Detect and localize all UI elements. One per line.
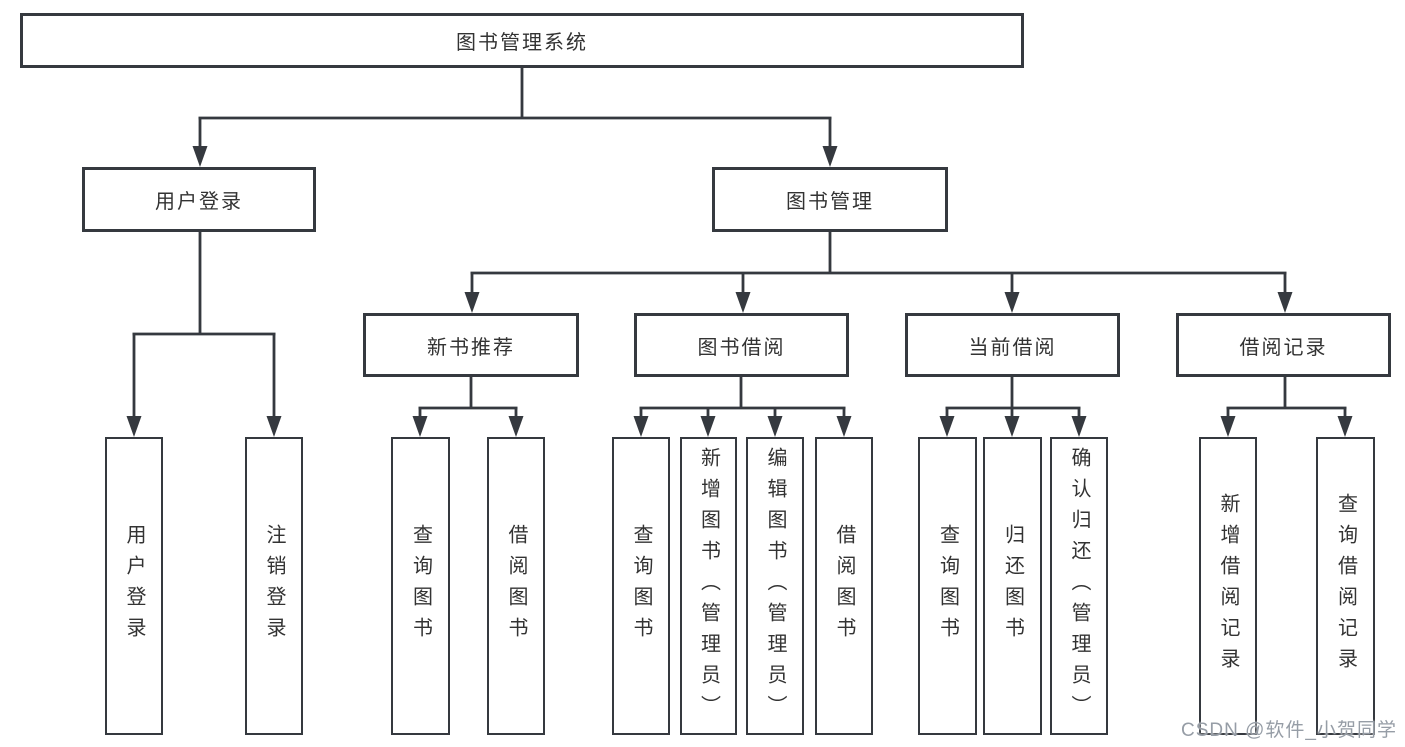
node-label: 当前借阅 [968,336,1057,359]
arrowhead [1277,292,1293,313]
connector-borrowing-to-leaves [639,377,846,420]
node-current-borrowing: 当前借阅 [905,313,1120,377]
node-user-login: 用户登录 [82,167,316,232]
leaf-query-books-recommend: 查询图书 [391,437,450,735]
leaf-logout: 注销登录 [245,437,303,735]
arrowheads [126,146,1353,437]
connector-root-to-level2 [198,68,832,152]
node-label: 借阅图书 [505,524,527,648]
leaf-query-books-borrowing: 查询图书 [612,437,670,735]
node-label: 查询图书 [409,524,432,648]
arrowhead [939,416,955,437]
node-label: 借阅图书 [833,524,855,648]
arrowhead [700,416,716,437]
arrowhead [1220,416,1236,437]
connector-records-to-leaves [1226,377,1347,420]
connector-current-to-leaves [945,377,1081,420]
arrowhead [1004,416,1020,437]
node-label: 新增图书（管理员） [697,446,720,726]
node-label: 图书管理系统 [456,32,588,54]
arrowhead [126,416,142,437]
arrowhead [767,416,783,437]
arrowhead [822,146,838,167]
arrowhead [633,416,649,437]
csdn-watermark: CSDN @软件_小贺同学 [1181,720,1397,741]
leaf-return-books: 归还图书 [983,437,1042,735]
arrowhead [735,292,751,313]
node-label: 注销登录 [263,524,285,648]
arrowhead [1337,416,1353,437]
arrowhead [266,416,282,437]
node-borrow-records: 借阅记录 [1176,313,1391,377]
node-label: 编辑图书（管理员） [764,446,786,726]
arrowhead [836,416,852,437]
leaf-user-login: 用户登录 [105,437,163,735]
node-book-management: 图书管理 [712,167,948,232]
node-label: 查询图书 [936,524,959,648]
leaf-borrow-books-borrowing: 借阅图书 [815,437,873,735]
node-label: 查询图书 [630,524,652,648]
node-label: 用户登录 [155,191,243,213]
node-library-management-system: 图书管理系统 [20,13,1024,68]
leaf-query-borrow-record: 查询借阅记录 [1316,437,1375,735]
arrowhead [1004,292,1020,313]
node-label: 查询借阅记录 [1334,493,1357,679]
connector-recommend-to-leaves [418,377,518,420]
node-label: 归还图书 [1001,524,1024,648]
leaf-confirm-return-admin: 确认归还（管理员） [1050,437,1108,735]
arrowhead [412,416,428,437]
node-label: 用户登录 [123,524,145,648]
node-label: 图书管理 [786,191,874,213]
node-book-borrowing: 图书借阅 [634,313,849,377]
node-label: 确认归还（管理员） [1068,446,1090,726]
arrowhead [508,416,524,437]
node-label: 图书借阅 [697,336,786,359]
arrowhead [1071,416,1087,437]
node-new-book-recommend: 新书推荐 [363,313,579,377]
node-label: 借阅记录 [1239,336,1328,359]
connector-mgmt-to-level3 [470,232,1287,296]
node-label: 新书推荐 [427,336,515,359]
arrowhead [192,146,208,167]
leaf-add-borrow-record: 新增借阅记录 [1199,437,1257,735]
leaf-query-books-current: 查询图书 [918,437,977,735]
arrowhead [464,292,480,313]
leaf-edit-books-admin: 编辑图书（管理员） [746,437,804,735]
node-label: 新增借阅记录 [1217,493,1239,679]
connector-login-to-leaves [132,232,276,420]
leaf-add-books-admin: 新增图书（管理员） [680,437,737,735]
leaf-borrow-books-recommend: 借阅图书 [487,437,545,735]
